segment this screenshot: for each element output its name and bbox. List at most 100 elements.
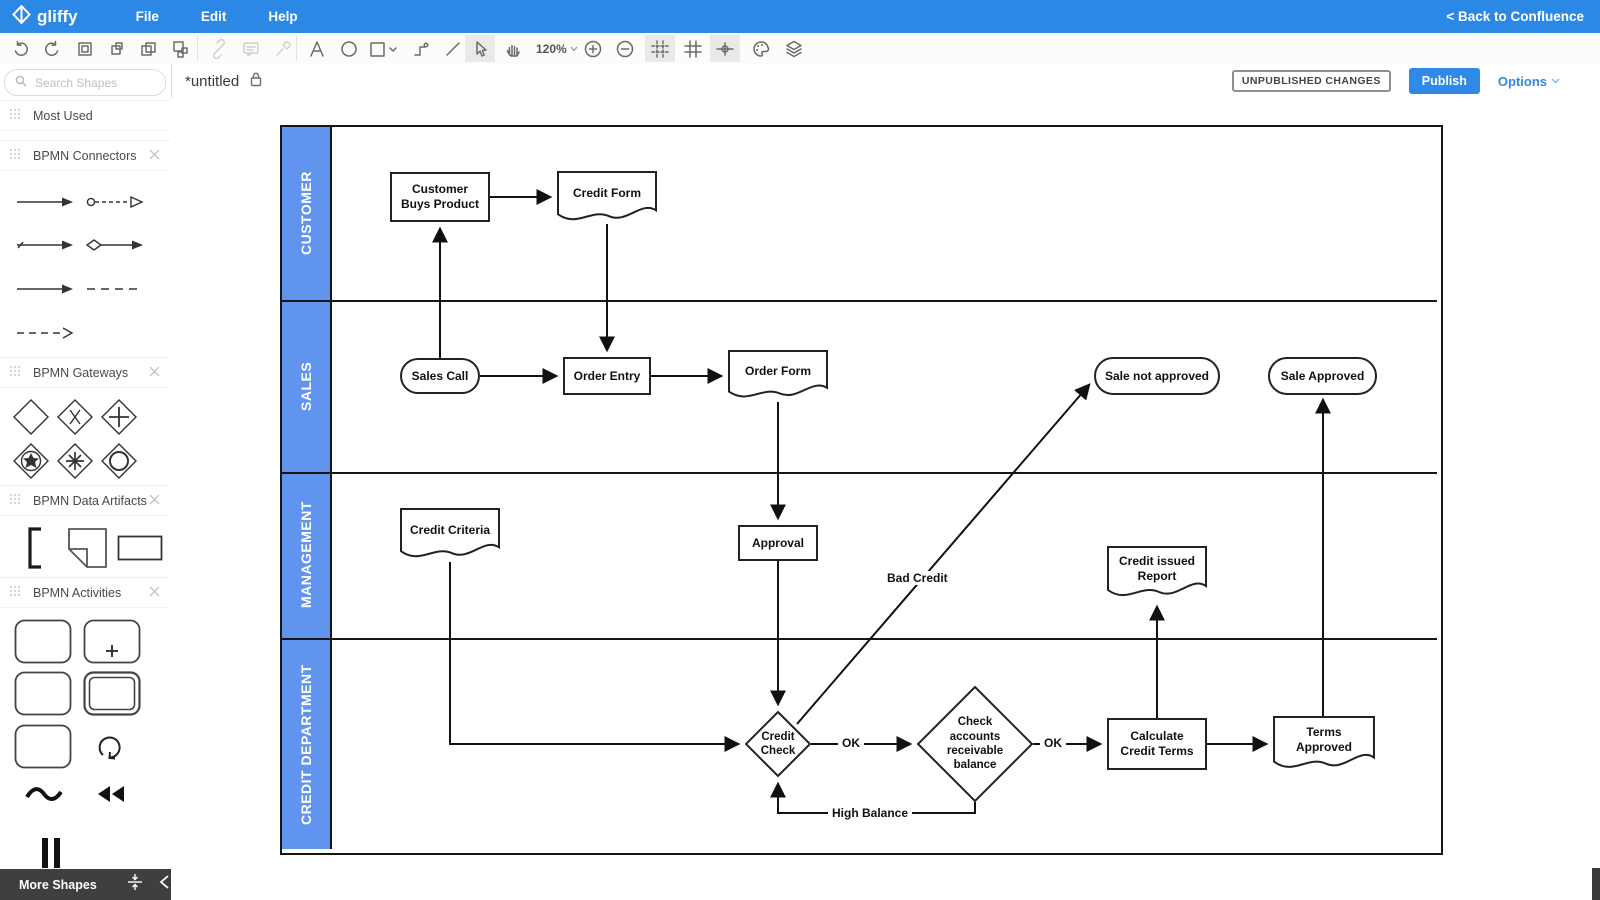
zoom-level-dropdown[interactable]: 120% xyxy=(536,35,578,62)
more-shapes-bar[interactable]: More Shapes xyxy=(0,869,171,900)
gateway-complex-shape[interactable] xyxy=(55,441,95,481)
lane-divider[interactable] xyxy=(282,300,1437,302)
group-icon[interactable] xyxy=(70,35,100,62)
redo-icon[interactable] xyxy=(37,35,67,62)
node-credit-check[interactable]: Credit Check xyxy=(745,711,811,777)
connector-solid-arrow-shape[interactable] xyxy=(14,190,76,214)
bpmn-pool[interactable] xyxy=(280,125,1443,855)
close-icon[interactable] xyxy=(149,364,160,382)
artifact-data-object-shape[interactable] xyxy=(64,526,110,570)
gateway-parallel-shape[interactable] xyxy=(99,397,139,437)
search-input[interactable] xyxy=(33,74,152,91)
back-to-confluence-link[interactable]: < Back to Confluence xyxy=(1446,9,1584,24)
section-bpmn-gateways[interactable]: BPMN Gateways xyxy=(0,357,170,388)
section-bpmn-activities[interactable]: BPMN Activities xyxy=(0,577,170,608)
activity-transaction-shape[interactable] xyxy=(83,671,141,716)
connector-dashed-open-arrow-shape[interactable] xyxy=(14,321,76,345)
lane-divider[interactable] xyxy=(282,472,1437,474)
node-sale-approved[interactable]: Sale Approved xyxy=(1268,357,1377,395)
node-order-entry[interactable]: Order Entry xyxy=(563,357,651,395)
connector-tool-icon[interactable] xyxy=(406,35,436,62)
connector-dashed-line-shape[interactable] xyxy=(84,277,146,301)
menu-file[interactable]: File xyxy=(135,9,159,24)
options-dropdown[interactable]: Options xyxy=(1498,74,1560,89)
activity-pause-shape[interactable] xyxy=(36,836,66,868)
gateway-complex-start-shape[interactable] xyxy=(11,441,51,481)
collapse-panels-icon[interactable] xyxy=(125,872,145,897)
link-icon[interactable] xyxy=(204,35,234,62)
gliffy-logo[interactable]: gliffy xyxy=(0,4,78,29)
bring-to-front-icon[interactable] xyxy=(133,35,163,62)
menu-help[interactable]: Help xyxy=(268,9,298,24)
section-bpmn-connectors[interactable]: BPMN Connectors xyxy=(0,140,170,171)
gateway-inclusive-shape[interactable] xyxy=(99,441,139,481)
close-icon[interactable] xyxy=(149,492,160,510)
send-to-back-icon[interactable] xyxy=(165,35,195,62)
ellipse-tool-icon[interactable] xyxy=(334,35,364,62)
connector-sequence-flow-shape[interactable] xyxy=(14,277,76,301)
activity-task-shape[interactable] xyxy=(14,619,72,664)
node-credit-issued-report[interactable]: Credit issued Report xyxy=(1107,546,1207,601)
section-bpmn-data-artifacts[interactable]: BPMN Data Artifacts xyxy=(0,485,170,516)
comment-icon[interactable] xyxy=(236,35,266,62)
shape-search[interactable] xyxy=(4,69,166,96)
node-terms-approved[interactable]: Terms Approved xyxy=(1273,716,1375,773)
diagram-canvas[interactable] xyxy=(171,98,1600,900)
close-icon[interactable] xyxy=(149,584,160,602)
ungroup-icon[interactable] xyxy=(102,35,132,62)
node-sale-not-approved[interactable]: Sale not approved xyxy=(1094,357,1220,395)
pan-hand-icon[interactable] xyxy=(498,35,528,62)
grid-icon[interactable] xyxy=(678,35,708,62)
activity-task-shape[interactable] xyxy=(14,724,72,769)
zoom-out-icon[interactable] xyxy=(610,35,640,62)
pointer-tool-icon[interactable] xyxy=(465,35,495,62)
shape-tool-icon[interactable] xyxy=(364,35,402,62)
node-check-accounts-receivable-balance[interactable]: Check accounts receivable balance xyxy=(917,686,1033,802)
connector-default-flow-shape[interactable] xyxy=(84,233,146,257)
lane-header-customer[interactable]: CUSTOMER xyxy=(298,171,314,256)
edge-badcredit-to-salenotapproved[interactable] xyxy=(796,383,1091,725)
snap-to-grid-icon[interactable] xyxy=(645,35,675,62)
gateway-event-x-shape[interactable] xyxy=(55,397,95,437)
artifact-group-bracket-shape[interactable] xyxy=(20,526,50,570)
publish-button[interactable]: Publish xyxy=(1408,68,1480,94)
node-sales-call[interactable]: Sales Call xyxy=(400,358,480,394)
activity-task-shape[interactable] xyxy=(14,671,72,716)
connector-message-flow-shape[interactable] xyxy=(84,190,146,214)
menu-edit[interactable]: Edit xyxy=(200,9,227,24)
close-icon[interactable] xyxy=(149,147,160,165)
zoom-in-icon[interactable] xyxy=(578,35,608,62)
node-order-form[interactable]: Order Form xyxy=(728,350,828,402)
node-customer-buys-product[interactable]: Customer Buys Product xyxy=(390,172,490,222)
gateway-exclusive-shape[interactable] xyxy=(11,397,51,437)
node-calculate-credit-terms[interactable]: Calculate Credit Terms xyxy=(1107,718,1207,770)
undo-icon[interactable] xyxy=(6,35,36,62)
drag-handle-icon xyxy=(9,364,21,382)
node-approval[interactable]: Approval xyxy=(738,525,818,561)
connector-conditional-flow-shape[interactable] xyxy=(14,233,76,257)
lane-header-credit-department[interactable]: CREDIT DEPARTMENT xyxy=(298,664,314,825)
drawing-guides-icon[interactable] xyxy=(710,35,740,62)
activity-compensation-shape[interactable] xyxy=(94,782,128,806)
text-tool-icon[interactable] xyxy=(302,35,332,62)
lane-header-sales[interactable]: SALES xyxy=(298,361,314,411)
activity-subprocess-shape[interactable] xyxy=(83,619,141,664)
bottom-right-panel-edge xyxy=(1592,868,1600,900)
artifact-annotation-rect-shape[interactable] xyxy=(116,526,164,570)
activity-adhoc-tilde-shape[interactable] xyxy=(24,782,64,806)
activity-loop-marker-shape[interactable] xyxy=(92,729,128,765)
eyedropper-icon[interactable] xyxy=(268,35,298,62)
document-title[interactable]: *untitled xyxy=(185,72,240,90)
lock-icon[interactable] xyxy=(249,71,263,92)
node-credit-criteria[interactable]: Credit Criteria xyxy=(400,508,500,562)
node-credit-form[interactable]: Credit Form xyxy=(557,171,657,225)
edge-creditcriteria-to-creditcheck[interactable] xyxy=(449,562,741,752)
theme-palette-icon[interactable] xyxy=(746,35,776,62)
collapse-sidebar-chevron-icon[interactable] xyxy=(159,874,170,895)
layers-icon[interactable] xyxy=(779,35,809,62)
line-tool-icon[interactable] xyxy=(438,35,468,62)
section-most-used[interactable]: Most Used xyxy=(0,100,170,131)
lane-divider[interactable] xyxy=(282,638,1437,640)
lane-header-management[interactable]: MANAGEMENT xyxy=(298,501,314,609)
